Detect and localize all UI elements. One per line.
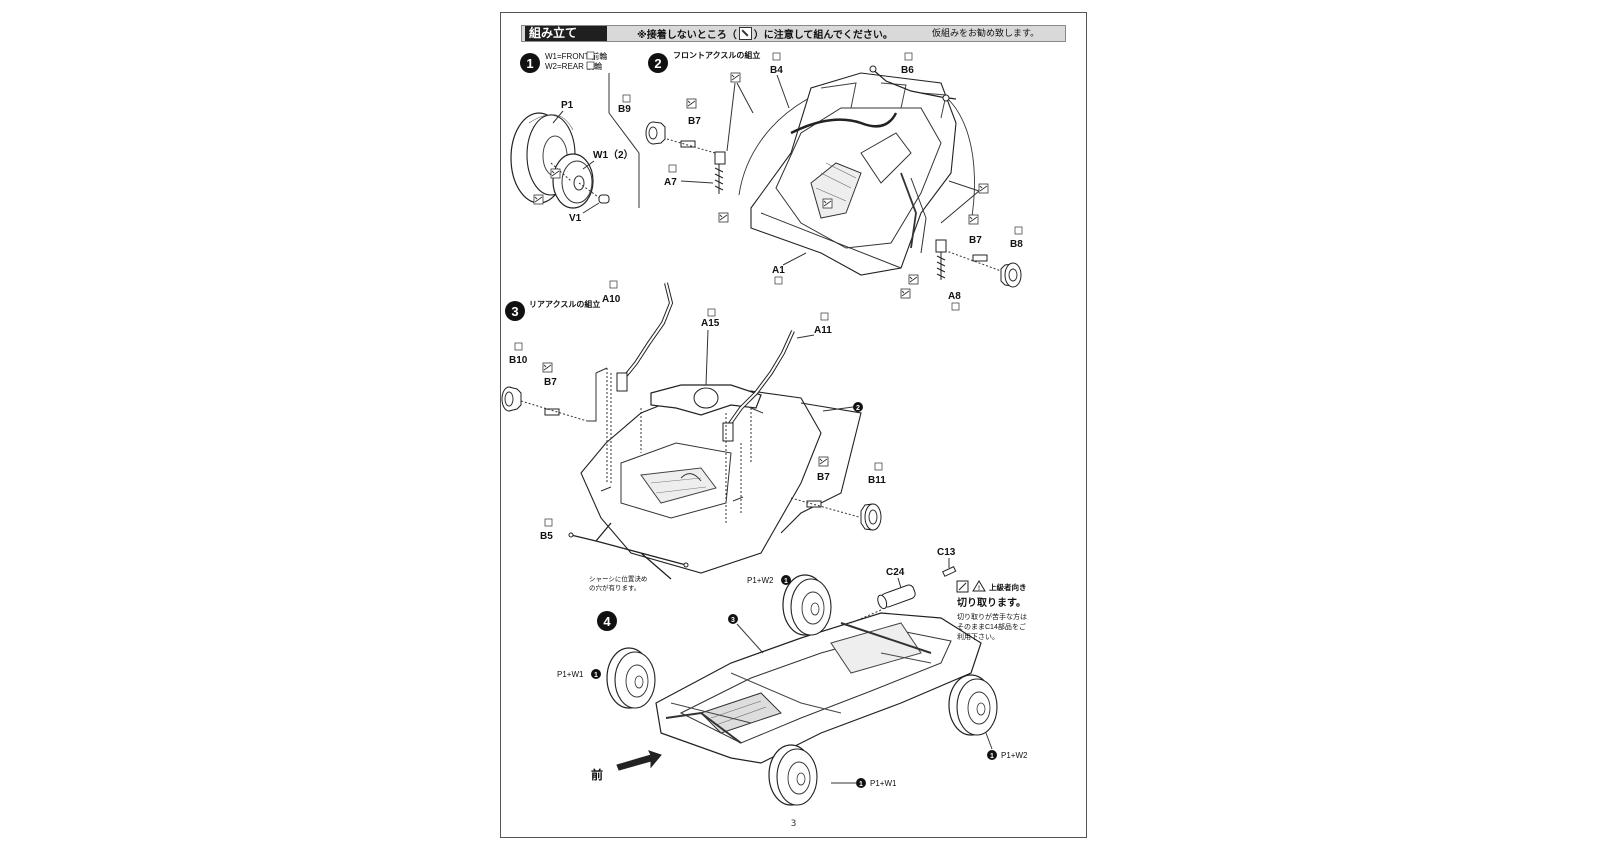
step-2-title: フロントアクスルの組立 [673, 50, 760, 60]
glue-warning-text: ※接着しないところ（ [637, 30, 737, 41]
chassis-note-line-1: シャーシに位置決め [589, 574, 647, 583]
front-direction-arrow: 前 [591, 750, 662, 782]
wheel-rear-right [948, 674, 998, 736]
page-number: 3 [790, 819, 797, 829]
step-4: 4 3 P1+W1 1 P1+W [557, 547, 1028, 806]
part-v1 [598, 194, 610, 204]
rear-chassis [580, 282, 862, 574]
label-rear-left-wheel: P1+W2 [747, 576, 774, 585]
glue-warning-text-end: ）に注意して組んでください。 [753, 30, 893, 41]
step-3-title: リアアクスルの組立 [529, 299, 600, 309]
label-a8: A8 [948, 291, 961, 302]
ref-step-1-c: 1 [990, 753, 994, 760]
step-3-number: 3 [511, 304, 518, 319]
label-b6: B6 [901, 65, 914, 76]
label-b9: B9 [618, 104, 631, 115]
step-2-number: 2 [654, 56, 661, 71]
step-3: 3 リアアクスルの組立 [501, 280, 886, 592]
pin-b7-rear-right [806, 500, 822, 508]
ref-step-1-b: 1 [784, 578, 788, 585]
label-c24: C24 [886, 567, 905, 578]
svg-text:!: ! [978, 586, 980, 592]
advanced-cut-note: ! 上級者向き 切り取ります。 切り取りが苦手な方は そのままC14部品をご 利… [956, 580, 1027, 641]
label-rear-right-wheel: P1+W2 [1001, 751, 1028, 760]
ref-step-3: 3 [731, 617, 735, 624]
advanced-title: 上級者向き [989, 582, 1027, 592]
glue-warning: ※接着しないところ（ ）に注意して組んでください。 [637, 27, 893, 42]
step-4-badge [597, 611, 617, 631]
pin-b7-right [972, 254, 988, 262]
label-a10: A10 [602, 294, 621, 305]
label-v1: V1 [569, 213, 582, 224]
strut-a7 [714, 151, 726, 194]
label-b10: B10 [509, 355, 528, 366]
wheel-rear-left [782, 574, 832, 636]
label-a15: A15 [701, 318, 720, 329]
section-header: 組み立て ※接着しないところ（ ）に注意して組んでください。 仮組みをお勧め致しま… [521, 25, 1066, 42]
no-glue-icon [738, 27, 752, 40]
step-1-number: 1 [526, 56, 533, 71]
ref-step-1-d: 1 [859, 781, 863, 788]
trial-fit-hint: 仮組みをお勧め致します。 [932, 29, 1040, 39]
wheel-front-right [768, 744, 818, 806]
assembly-diagram: 1 W1=FRONT 前輪 W2=REAR 後輪 P1 W1（2） [501, 50, 1028, 806]
pin-b7-left [680, 140, 696, 148]
section-title: 組み立て [525, 26, 607, 41]
label-b5: B5 [540, 531, 553, 542]
label-front-right-wheel: P1+W1 [870, 779, 897, 788]
strut-a8 [935, 239, 947, 280]
label-w1: W1（2） [593, 148, 634, 161]
ref-step-1-a: 1 [594, 672, 598, 679]
hub-b8 [1000, 262, 1022, 288]
wheel-w1 [552, 153, 594, 209]
label-b8: B8 [1010, 239, 1023, 250]
cut-note-line-1: 切り取りが苦手な方は [957, 612, 1027, 621]
step-4-number: 4 [603, 614, 611, 629]
label-b4: B4 [770, 65, 783, 76]
label-b7-rear-left: B7 [544, 377, 557, 388]
part-c24 [877, 584, 916, 610]
step-2-badge [648, 53, 668, 73]
step-1: 1 W1=FRONT 前輪 W2=REAR 後輪 P1 W1（2） [510, 51, 640, 224]
label-c13: C13 [937, 547, 956, 558]
label-front-left-wheel: P1+W1 [557, 670, 584, 679]
ref-step-2: 2 [856, 405, 860, 412]
instruction-page: 組み立て ※接着しないところ（ ）に注意して組んでください。 仮組みをお勧め致しま… [500, 12, 1087, 838]
chassis-note-line-2: の穴が有ります。 [589, 583, 640, 592]
label-b7-right: B7 [969, 235, 982, 246]
label-a7: A7 [664, 177, 677, 188]
cut-title: 切り取ります。 [957, 597, 1026, 609]
label-p1: P1 [561, 100, 574, 111]
hub-b11 [860, 503, 882, 531]
label-a11: A11 [814, 325, 832, 336]
label-b11: B11 [868, 475, 886, 486]
step-2: 2 フロントアクスルの組立 B4 B6 [618, 50, 1023, 311]
part-c13 [942, 565, 957, 577]
label-b7-rear-right: B7 [817, 472, 830, 483]
step-1-badge [520, 53, 540, 73]
wheel-front-left [606, 647, 656, 709]
hub-b9 [645, 121, 666, 145]
front-label: 前 [591, 767, 603, 782]
full-chassis [655, 612, 982, 764]
cut-note-line-2: そのままC14部品をご [957, 622, 1026, 631]
hub-b10 [501, 386, 522, 412]
step-3-badge [505, 301, 525, 321]
step-1-front-wheel: W1=FRONT 前輪 [545, 51, 607, 61]
label-a1: A1 [772, 265, 785, 276]
cut-note-line-3: 利用下さい。 [957, 632, 999, 641]
label-b7-left: B7 [688, 116, 701, 127]
pin-b7-rear-left [544, 408, 560, 416]
front-chassis [750, 72, 957, 276]
step-1-rear-wheel: W2=REAR 後輪 [545, 61, 602, 71]
warning-icon [972, 580, 986, 592]
